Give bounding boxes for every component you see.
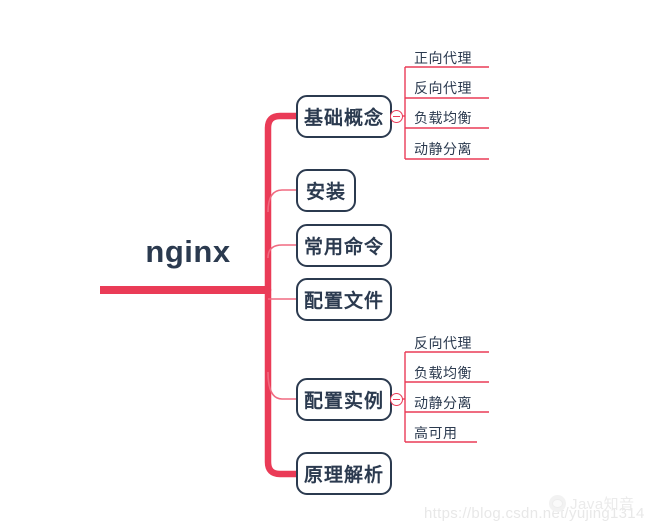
csdn-watermark-url: https://blog.csdn.net/yujing1314: [424, 505, 645, 522]
leaf-node[interactable]: 反向代理: [414, 335, 472, 351]
root-node-label[interactable]: nginx: [145, 234, 231, 269]
leaf-node[interactable]: 高可用: [414, 425, 458, 441]
brand-watermark-text: Java知音: [570, 496, 635, 513]
branch-node-yuanlijiexi[interactable]: 原理解析: [296, 452, 392, 495]
leaf-node[interactable]: 负载均衡: [414, 110, 472, 126]
leaf-node[interactable]: 动静分离: [414, 141, 472, 157]
brand-logo-icon: [549, 495, 566, 512]
connector-anzhuang: [267, 189, 296, 213]
minus-circle-icon[interactable]: [390, 393, 403, 406]
branch-node-changyongmingling[interactable]: 常用命令: [296, 224, 392, 267]
leaf-node[interactable]: 反向代理: [414, 80, 472, 96]
trunk-upper: [264, 112, 300, 294]
branch-node-anzhuang[interactable]: 安装: [296, 169, 356, 212]
connector-changyongmingling: [267, 244, 296, 259]
leaf-node[interactable]: 正向代理: [414, 50, 472, 66]
leaf-node[interactable]: 动静分离: [414, 395, 472, 411]
branch-node-jichugainian[interactable]: 基础概念: [296, 95, 392, 138]
brand-watermark: Java知音: [549, 493, 635, 514]
branch-node-peizhishili[interactable]: 配置实例: [296, 378, 392, 421]
minus-circle-icon[interactable]: [390, 110, 403, 123]
trunk-lower: [264, 286, 300, 478]
leaf-node[interactable]: 负载均衡: [414, 365, 472, 381]
connector-peizhishili: [267, 371, 296, 400]
branch-node-peizhiwenjian[interactable]: 配置文件: [296, 278, 392, 321]
